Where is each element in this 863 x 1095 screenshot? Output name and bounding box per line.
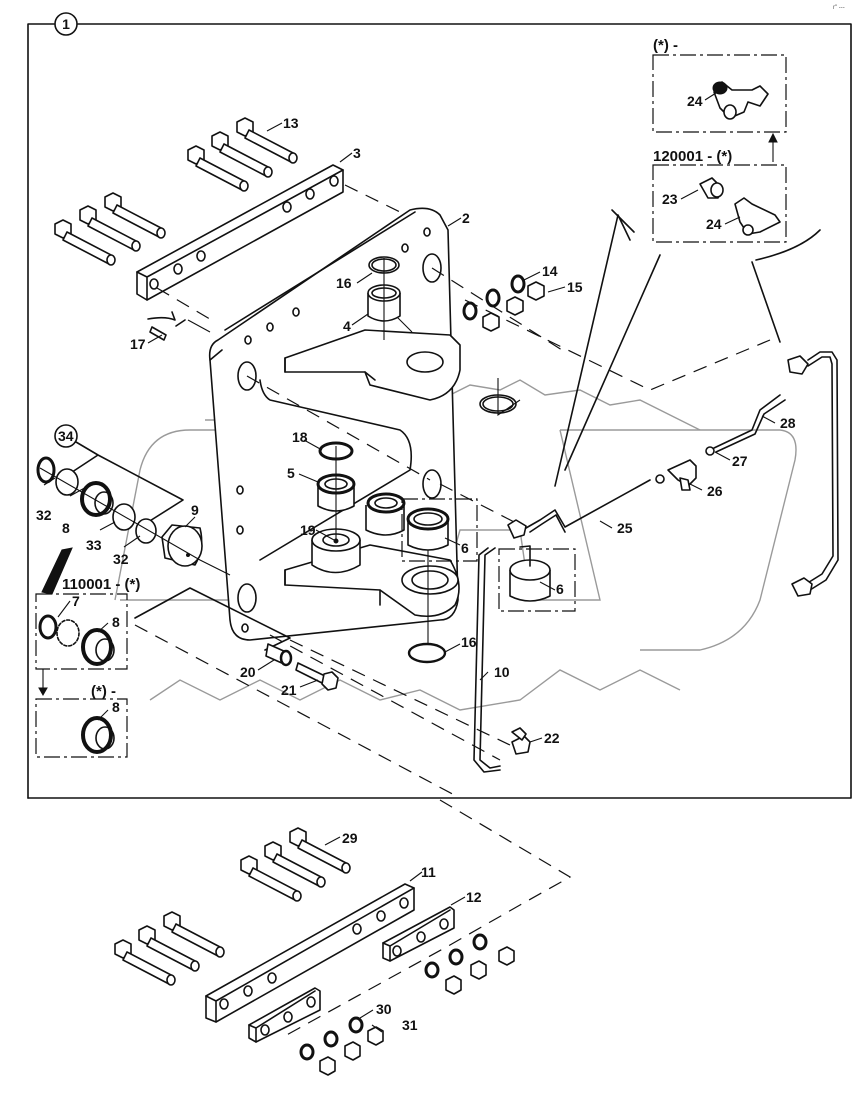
callout-21: 21 [281,682,297,698]
callout-17: 17 [130,336,146,352]
callout-28: 28 [780,415,796,431]
pointer-lines [554,209,821,487]
callout-15: 15 [567,279,583,295]
sleeve-bolt-20-21 [134,587,501,799]
bolt-set-13 [54,117,298,266]
callout-9: 9 [191,502,199,518]
callout-32-right: 32 [113,551,129,567]
plate-11 [205,883,415,1023]
callout-24-lower: 24 [706,216,722,232]
callout-13: 13 [283,115,299,131]
callout-33: 33 [86,537,102,553]
callout-19: 19 [300,522,316,538]
callout-32-left: 32 [36,507,52,523]
callout-18: 18 [292,429,308,445]
callout-26: 26 [707,483,723,499]
washers-nuts-14-15 [462,274,545,332]
group-frame: 1 [27,12,852,799]
callout-2: 2 [462,210,470,226]
washers-nuts-30-31 [299,933,515,1076]
callout-27: 27 [732,453,748,469]
caption-box-left-lower: (*) - [91,683,116,700]
box-left-lower [35,698,128,758]
callout-22: 22 [544,730,560,746]
callout-6-right: 6 [556,581,564,597]
callout-3: 3 [353,145,361,161]
caption-box-left-upper: 110001 - (*) [62,576,140,593]
box-top-right-upper [652,54,787,133]
group-number: 1 [62,16,70,32]
housing-2 [208,207,771,641]
callout-6-center: 6 [461,540,469,556]
callout-7: 7 [72,593,80,609]
lower-dashed-path [282,799,572,1038]
group-number-badge [54,12,78,36]
pin-17 [147,311,211,341]
plate-12 [382,906,455,962]
callout-24-upper: 24 [687,93,703,109]
callout-16-lower: 16 [461,634,477,650]
callout-8: 8 [62,520,70,536]
callout-5: 5 [287,465,295,481]
callout-20: 20 [240,664,256,680]
seal-kit-34 [36,424,231,576]
callout-16-upper: 16 [336,275,352,291]
box-left-upper [35,547,128,697]
pipes [289,351,839,773]
callout-30: 30 [376,1001,392,1017]
caption-box-top-right-upper: (*) - [653,37,678,54]
callout-31: 31 [402,1017,418,1033]
callout-8-variant: 8 [112,614,120,630]
caption-box-top-right-lower: 120001 - (*) [653,148,732,165]
bushings-center [316,256,576,664]
callout-4: 4 [343,318,351,334]
box-captions: (*) - 120001 - (*) 110001 - (*) (*) - [62,37,732,700]
callout-10: 10 [494,664,510,680]
callout-29: 29 [342,830,358,846]
plate-3 [136,164,401,323]
callout-34: 34 [58,428,74,444]
box-top-right-lower [652,132,787,243]
callout-14: 14 [542,263,558,279]
callout-12: 12 [466,889,482,905]
callout-23: 23 [662,191,678,207]
corner-mark: r" --- [833,5,845,11]
callout-8-variant-lower: 8 [112,699,120,715]
callout-11: 11 [421,864,436,880]
callout-labels: 13 3 2 16 14 15 4 17 34 18 5 32 8 33 32 … [36,93,796,1033]
plate-12-b [248,987,321,1043]
bolt-set-29 [114,827,351,986]
callout-25: 25 [617,520,633,536]
callout-leaders [43,92,776,1033]
